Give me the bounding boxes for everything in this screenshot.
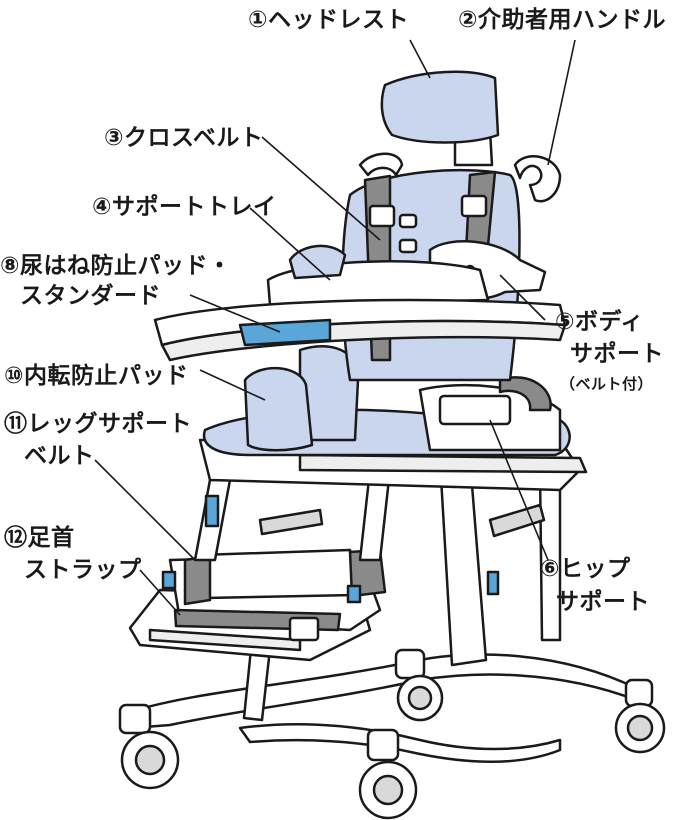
- label-body-support-line1: ⑤ボディ: [555, 309, 644, 335]
- rear-blue-clip: [486, 570, 500, 596]
- hip-support-clamp: [438, 394, 512, 426]
- caster-rear-right: [614, 678, 666, 754]
- leader-support-tray: [249, 207, 331, 281]
- label-headrest: ①ヘッドレスト: [248, 7, 409, 33]
- leg-support-pad: [198, 548, 357, 600]
- label-ankle-strap-line1: ⑫足首: [4, 525, 75, 551]
- leader-adduction-pad: [199, 369, 266, 401]
- leader-ankle-strap: [139, 569, 181, 616]
- blue-clip-left: [161, 570, 177, 590]
- leg-pad-left: [243, 366, 314, 452]
- label-leg-belt-line1: ⑪レッグサポート: [4, 411, 192, 437]
- label-assistant-handle: ②介助者用ハンドル: [458, 7, 666, 33]
- label-leg-belt-line2: ベルト: [24, 443, 95, 469]
- backrest-slot-2: [398, 238, 418, 254]
- seat-rail: [298, 453, 588, 474]
- leader-cross-belt: [261, 136, 381, 241]
- label-body-support-note: （ベルト付）: [560, 375, 654, 393]
- leader-leg-belt: [94, 459, 196, 561]
- seat-handle-right: [498, 376, 552, 412]
- label-ankle-strap-line2: ストラップ: [24, 557, 142, 583]
- leader-hip-support: [489, 419, 549, 561]
- cross-bar: [258, 508, 324, 536]
- label-urine-pad-line1: ⑧尿はね防止パッド・: [0, 253, 232, 279]
- urine-pad-blue: [238, 318, 332, 347]
- label-urine-pad-line2: スタンダード: [20, 283, 161, 309]
- handle-left: [358, 152, 404, 177]
- label-cross-belt: ③クロスベルト: [104, 125, 264, 151]
- caster-front-right: [358, 728, 418, 820]
- cross-belt-buckle-left: [368, 204, 396, 228]
- leg-belt: [183, 554, 212, 606]
- front-column: [438, 458, 488, 667]
- caster-front-left: [118, 703, 180, 790]
- label-hip-support-line2: サポート: [556, 589, 650, 615]
- label-body-support-line2: サポート: [570, 341, 664, 367]
- label-adduction-pad: ⑩内転防止パッド: [4, 363, 189, 389]
- cross-belt-buckle-right: [460, 194, 488, 218]
- base-frame: [128, 653, 648, 730]
- leader-body-support: [499, 274, 546, 321]
- handle-right: [513, 155, 562, 203]
- footrest-grip: [148, 628, 302, 652]
- backrest-slot-1: [398, 213, 418, 229]
- cross-bar-rear: [488, 503, 546, 538]
- leader-urine-pad: [189, 294, 281, 333]
- blue-clip-right: [346, 584, 362, 604]
- label-support-tray: ④サポートトレイ: [92, 194, 277, 220]
- leader-headrest: [409, 39, 431, 79]
- tray-cushion: [288, 244, 347, 280]
- ankle-buckle: [288, 616, 320, 642]
- headrest-cushion: [380, 70, 500, 144]
- lower-link-blue: [204, 494, 220, 528]
- caster-rear-left: [394, 648, 444, 722]
- leader-handle: [547, 39, 576, 166]
- label-hip-support-line1: ⑥ヒップ: [540, 556, 631, 582]
- base-frame-rear: [238, 723, 562, 764]
